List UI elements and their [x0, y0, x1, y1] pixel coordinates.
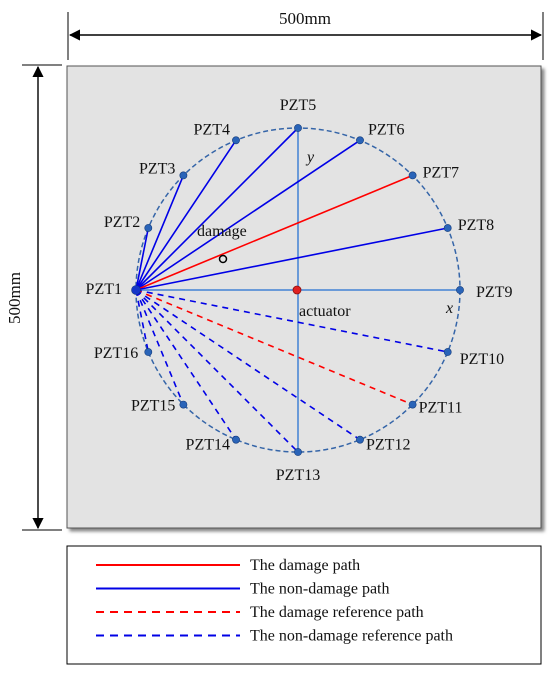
sensor-label-pzt16: PZT16	[94, 345, 138, 362]
sensor-label-pzt9: PZT9	[476, 284, 512, 301]
sensor-pzt2	[144, 224, 153, 232]
sensor-pzt9	[456, 286, 464, 294]
sensor-pzt6	[356, 136, 364, 145]
sensor-layer	[131, 124, 464, 456]
path-pzt1-pzt11	[135, 289, 413, 406]
x-axis-label: x	[445, 300, 453, 317]
path-layer	[135, 127, 448, 453]
sensor-label-pzt1: PZT1	[86, 281, 122, 298]
sensor-label-pzt11: PZT11	[419, 400, 463, 417]
path-pzt1-pzt6	[135, 139, 361, 291]
actuator-point	[292, 285, 302, 295]
sensor-label-pzt7: PZT7	[423, 164, 459, 181]
sensor-label-pzt13: PZT13	[276, 467, 320, 484]
path-pzt1-pzt13	[135, 289, 299, 453]
sensor-pzt13	[294, 448, 302, 456]
width-label: 500mm	[279, 9, 331, 28]
path-pzt1-pzt8	[135, 227, 448, 291]
sensor-pzt11	[408, 400, 417, 409]
sensor-pzt4	[232, 136, 240, 145]
sensor-pzt14	[232, 435, 240, 444]
sensor-pzt1	[131, 285, 141, 295]
sensor-label-pzt4: PZT4	[194, 121, 230, 138]
width-dimension: 500mm	[67, 9, 544, 60]
path-pzt1-pzt4	[135, 139, 237, 291]
sensor-label-pzt5: PZT5	[280, 97, 316, 114]
sensor-pzt16	[144, 348, 153, 356]
sensor-label-layer: PZT1 PZT2 PZT3 PZT4 PZT5PZT6PZT7PZT8PZT9PZT1…	[86, 97, 513, 484]
legend-label-non-damage-reference: The non-damage reference path	[250, 628, 453, 645]
sensor-pzt5	[294, 124, 302, 132]
sensor-label-pzt8: PZT8	[458, 217, 494, 234]
sensor-label-pzt3: PZT3	[139, 160, 175, 177]
sensor-label-pzt15: PZT15	[131, 398, 175, 415]
y-axis-label: y	[305, 149, 315, 166]
sensor-label-pzt14: PZT14	[186, 437, 230, 454]
damage-point	[218, 254, 228, 264]
legend-label-damage-reference: The damage reference path	[250, 604, 424, 621]
sensor-pzt3	[179, 171, 188, 180]
height-dimension: 500mm	[5, 64, 62, 531]
sensor-pzt8	[443, 224, 452, 232]
path-pzt1-pzt3	[135, 175, 185, 291]
path-pzt1-pzt14	[135, 289, 237, 441]
actuator-label: actuator	[299, 303, 351, 320]
sensor-label-pzt10: PZT10	[460, 351, 504, 368]
path-pzt1-pzt5	[135, 127, 299, 291]
damage-marker: damage	[197, 223, 247, 264]
path-pzt1-pzt12	[135, 289, 361, 441]
legend-label-damage: The damage path	[250, 557, 360, 574]
height-label: 500mm	[5, 272, 24, 324]
sensor-label-pzt6: PZT6	[368, 121, 404, 138]
sensor-pzt15	[179, 400, 188, 409]
path-pzt1-pzt2	[135, 227, 150, 291]
path-pzt1-pzt7	[135, 174, 413, 291]
path-pzt1-pzt15	[135, 289, 185, 405]
actuator-marker: actuator	[292, 285, 351, 320]
path-pzt1-pzt10	[135, 289, 448, 353]
sensor-pzt10	[443, 348, 452, 356]
sensor-label-pzt12: PZT12	[366, 437, 410, 454]
legend-label-non-damage: The non-damage path	[250, 581, 390, 598]
sensor-pzt7	[408, 171, 417, 180]
damage-label: damage	[197, 223, 247, 240]
plate	[66, 65, 542, 529]
sensor-pzt12	[356, 435, 364, 444]
sensor-label-pzt2: PZT2	[104, 214, 140, 231]
